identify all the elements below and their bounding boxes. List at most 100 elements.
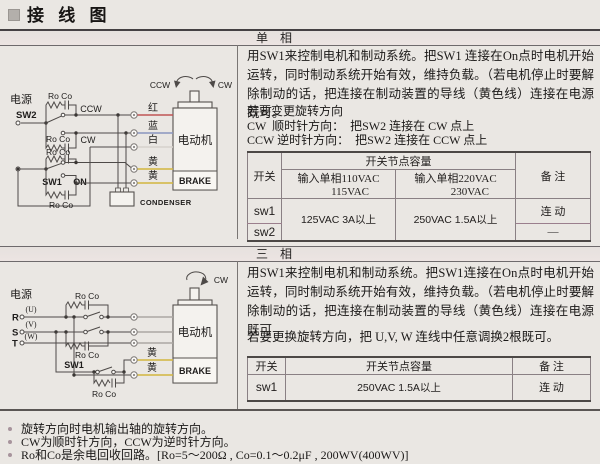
snubber-roco-cw: Ro Co	[45, 123, 77, 153]
rotation-title: 若要变更旋转方向	[247, 104, 344, 118]
title-bullet-square	[8, 9, 20, 21]
roco-label: Ro Co	[48, 91, 72, 101]
motor-lead-wires	[137, 316, 173, 376]
snubber-roco-sw1: Ro Co	[45, 147, 78, 169]
motor-terminals	[130, 313, 138, 379]
single-phase-rotation-note: 若要变更旋转方向 CW 顺时针方向： 把SW2 连接在 CW 点上 CCW 逆时…	[247, 104, 487, 148]
three-phase-rotation-note: 若要更换旋转方向，把 U,V, W 连线中任意调换2根既可。	[247, 330, 560, 344]
phase-s-label: S	[12, 328, 18, 339]
snubber-roco-top: Ro Co	[45, 91, 77, 123]
rot-cw-label: CW	[218, 80, 232, 90]
motor: 电动机 BRAKE	[172, 287, 218, 384]
phase-r-contact	[19, 311, 131, 320]
bullet-icon	[8, 440, 12, 444]
snubber-roco-r: Ro Co	[65, 291, 110, 319]
condenser-label: CONDENSER	[140, 198, 192, 207]
sw2-label: SW2	[16, 110, 37, 121]
rotation-arrow-cw: CW	[186, 271, 228, 286]
ccw-node-label: CCW	[80, 104, 102, 114]
divider-single	[237, 45, 238, 239]
rot-ccw-label: CCW	[150, 80, 170, 90]
value-125vac: 125VAC 3A以上	[281, 198, 396, 242]
power-label: 电源	[10, 287, 32, 301]
motor-label: 电动机	[178, 133, 213, 147]
phase-u-label: (U)	[25, 305, 36, 314]
col-header-capacity: 开关节点容量	[285, 356, 513, 375]
motor: 电动机 BRAKE	[172, 90, 218, 191]
brake-label: BRAKE	[179, 176, 211, 186]
roco-label: Ro Co	[75, 350, 99, 360]
note-sw2: —	[515, 223, 591, 242]
sw1-switch: SW1	[55, 317, 131, 377]
roco-label: Ro Co	[46, 147, 70, 157]
footer-note-cw-ccw: CW为顺时针方向，CCW为逆时针方向。	[8, 436, 236, 449]
wire-color-yellow: 黄	[148, 155, 158, 168]
bottom-rule	[0, 409, 600, 411]
motor-label: 电动机	[178, 325, 213, 339]
motor-shaft	[189, 287, 200, 301]
three-phase-band-label: 三 相	[256, 247, 293, 261]
phase-v-label: (V)	[25, 320, 36, 329]
wire-color-blue: 蓝	[148, 120, 158, 132]
page-title: 接 线 图	[27, 6, 112, 25]
value-250vac: 250VAC 1.5A以上	[285, 374, 513, 402]
sw1-label: SW1	[64, 360, 84, 370]
rotation-cw-line: CW 顺时针方向： 把SW2 连接在 CW 点上	[247, 118, 475, 133]
footer-note-rotation: 旋转方向时电机输出轴的旋转方向。	[8, 423, 213, 436]
row-sw2: sw2	[247, 223, 282, 242]
col-header-switch: 开关	[247, 151, 282, 199]
sw2-switch	[15, 112, 66, 136]
rotation-arrows-ccw-cw: CCW CW	[150, 76, 232, 90]
col-header-switch: 开关	[247, 356, 286, 375]
col-header-capacity: 开关节点容量	[281, 151, 516, 170]
row-sw1: sw1	[247, 198, 282, 224]
col-header-note: 备 注	[515, 151, 591, 199]
cw-node-label: CW	[81, 135, 96, 145]
on-label: ON	[73, 177, 87, 187]
note-sw1: 连 动	[512, 374, 591, 402]
snubber-roco-s: Ro Co	[65, 330, 110, 360]
phase-t-label: T	[12, 339, 18, 350]
three-phase-band: 三 相	[0, 246, 600, 262]
row-sw1: sw1	[247, 374, 286, 402]
rotation-ccw-line: CCW 逆时针方向： 把SW2 连接在 CCW 点上	[247, 133, 488, 147]
sw1-switch: SW1 ON	[15, 160, 132, 187]
note-sw1: 连 动	[515, 198, 591, 224]
rot-cw-label: CW	[214, 275, 228, 285]
wire-color-yellow: 黄	[147, 346, 157, 359]
sw1-label: SW1	[42, 177, 62, 187]
bullet-icon	[8, 453, 12, 457]
divider-three	[237, 261, 238, 409]
phase-t-wire	[19, 340, 131, 346]
wire-color-white: 白	[148, 133, 158, 146]
single-phase-description: 用SW1来控制电机和制动系统。把SW1 连接在On点时电机开始运转，同时制动系统…	[247, 49, 594, 120]
motor-terminals	[130, 111, 138, 187]
roco-label: Ro Co	[46, 134, 70, 144]
phase-r-label: R	[12, 313, 19, 324]
snubber-roco-bottom: Ro Co	[45, 169, 131, 210]
three-phase-table: 开关 开关节点容量 备 注 sw1 250VAC 1.5A以上 连 动	[247, 356, 591, 402]
wire-color-yellow: 黄	[147, 361, 157, 374]
roco-label: Ro Co	[49, 200, 73, 210]
condenser: CONDENSER	[109, 187, 192, 207]
bullet-icon	[8, 427, 12, 431]
brake-label: BRAKE	[179, 366, 211, 376]
wire-color-red: 红	[148, 101, 158, 114]
wires	[17, 113, 131, 207]
roco-label: Ro Co	[92, 389, 116, 399]
motor-shaft	[189, 90, 200, 103]
three-phase-diagram: CW 电动机 BRAKE 电源 R S T (U) (V) (W) Ro Co	[10, 271, 228, 399]
snubber-roco-sw1: Ro Co	[92, 372, 125, 399]
motor-lead-wires	[137, 114, 173, 184]
wire-color-yellow: 黄	[148, 169, 158, 182]
single-phase-band: 单 相	[0, 29, 600, 46]
power-label: 电源	[10, 92, 32, 106]
value-250vac: 250VAC 1.5A以上	[395, 198, 516, 242]
footer-note-roco: Ro和Co是余电回收回路。[Ro=5～200Ω , Co=0.1～0.2μF ,…	[8, 449, 409, 462]
col-header-note: 备 注	[512, 356, 591, 375]
roco-label: Ro Co	[75, 291, 99, 301]
phase-w-label: (W)	[25, 332, 38, 341]
